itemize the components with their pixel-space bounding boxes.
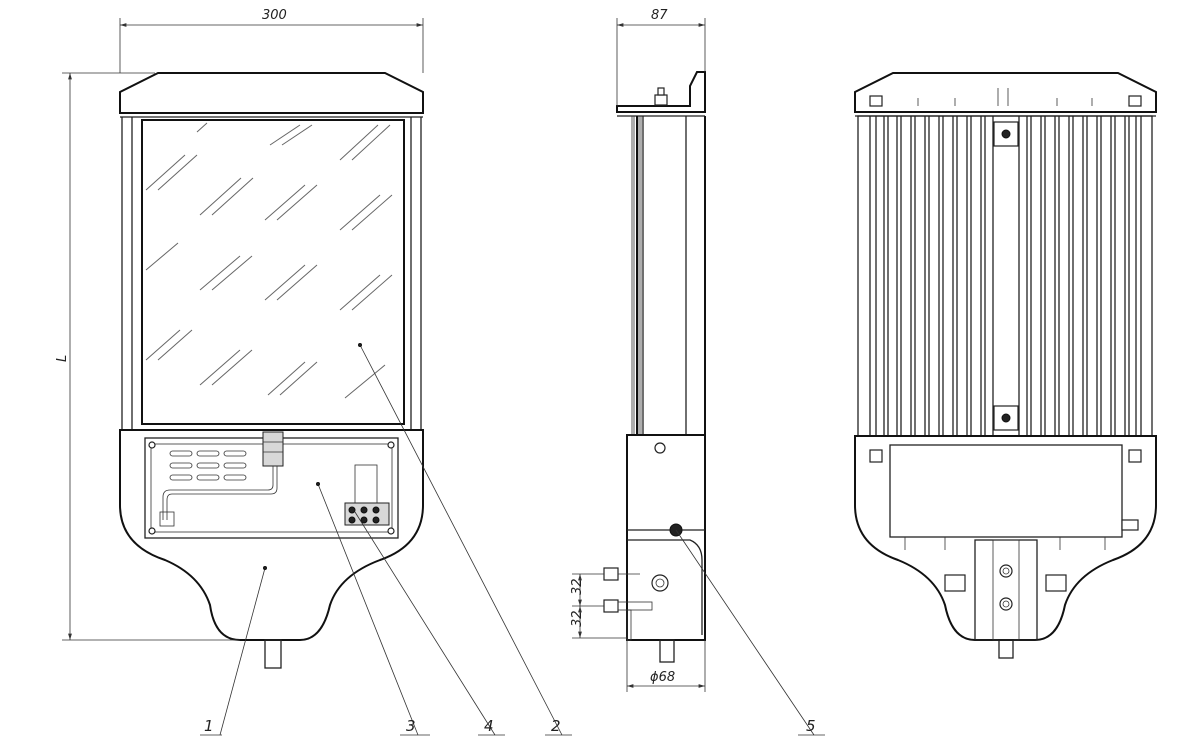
dimension-length-label: L [55,355,70,362]
heatsink-fins [869,116,1142,436]
side-mount-pipe [659,639,675,663]
pipe-clamp [974,539,1038,641]
front-mount-pipe [264,639,282,669]
vent-slots [169,450,247,481]
internal-cable [162,466,274,520]
side-fin-lines [631,116,642,435]
driver-box [889,444,1123,538]
terminal-block [344,464,390,526]
dimension-spacing-top-label: 32 [570,578,585,595]
dimension-spacing-bottom-label: 32 [570,610,585,627]
front-top-cap [119,72,424,114]
glass-reflection-hatching [145,122,393,399]
dimension-diameter-label: ϕ68 [650,670,675,685]
back-top-pins [917,88,1093,106]
dimension-depth-label: 87 [651,8,668,23]
back-top-cap [854,72,1157,113]
back-view [854,72,1157,659]
callout-1: 1 [204,717,214,735]
front-view: 300 L 1 3 4 2 [55,8,572,736]
glass-panel [141,119,405,425]
heatsink-body [857,115,1153,437]
callout-2: 2 [551,717,561,735]
dimension-width-label: 300 [262,8,287,23]
clamp-bolts [603,567,653,613]
cable-connector [262,431,284,467]
side-view: 87 32 32 ϕ68 5 [570,8,825,736]
callout-3: 3 [406,717,416,735]
callout-4: 4 [484,717,494,735]
back-mount-pipe [998,639,1014,659]
leader-lines [200,344,572,736]
side-top-bracket [616,71,706,113]
callout-5: 5 [806,717,816,735]
side-housing-lower [626,434,706,641]
